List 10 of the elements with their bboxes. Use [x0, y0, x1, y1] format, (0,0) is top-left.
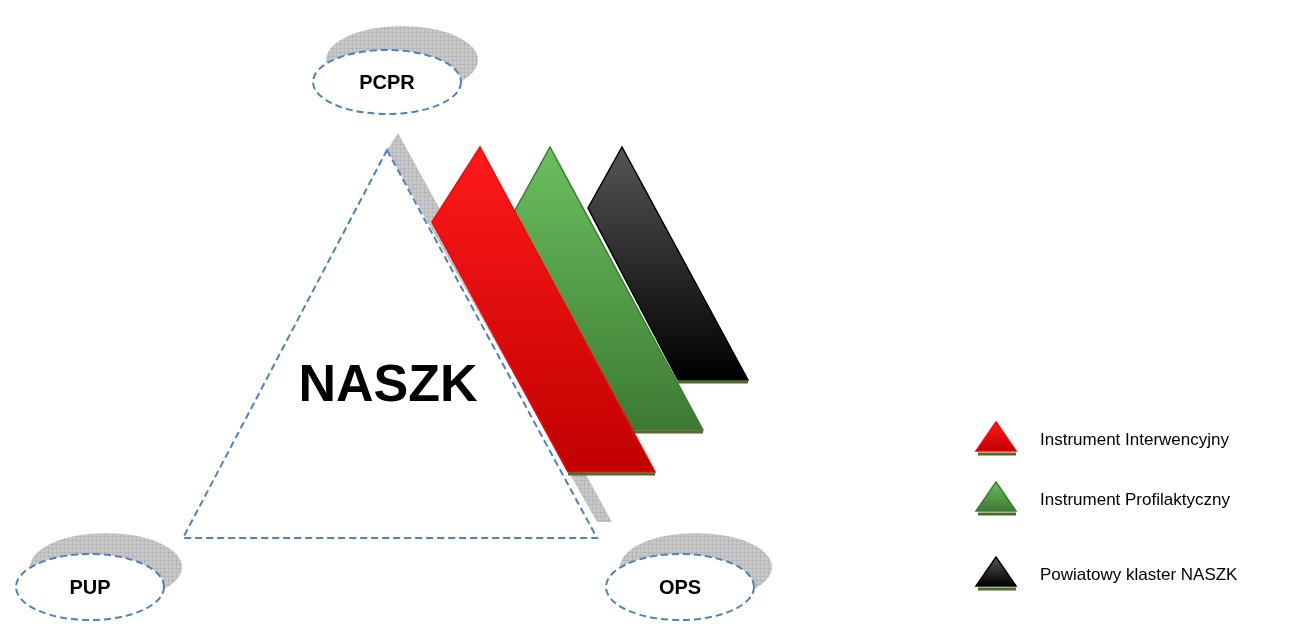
- node-label: NASZK: [298, 353, 478, 413]
- legend-label: Instrument Profilaktyczny: [1040, 490, 1230, 510]
- ellipse-node: [605, 553, 755, 621]
- ellipse-node: [15, 553, 165, 621]
- node-label: OPS: [658, 575, 702, 599]
- node-label: PUP: [69, 575, 111, 599]
- legend-label: Powiatowy klaster NASZK: [1040, 565, 1238, 585]
- ellipse-node: [312, 49, 462, 115]
- legend-label: Instrument Interwencyjny: [1040, 430, 1229, 450]
- node-label: PCPR: [359, 70, 415, 94]
